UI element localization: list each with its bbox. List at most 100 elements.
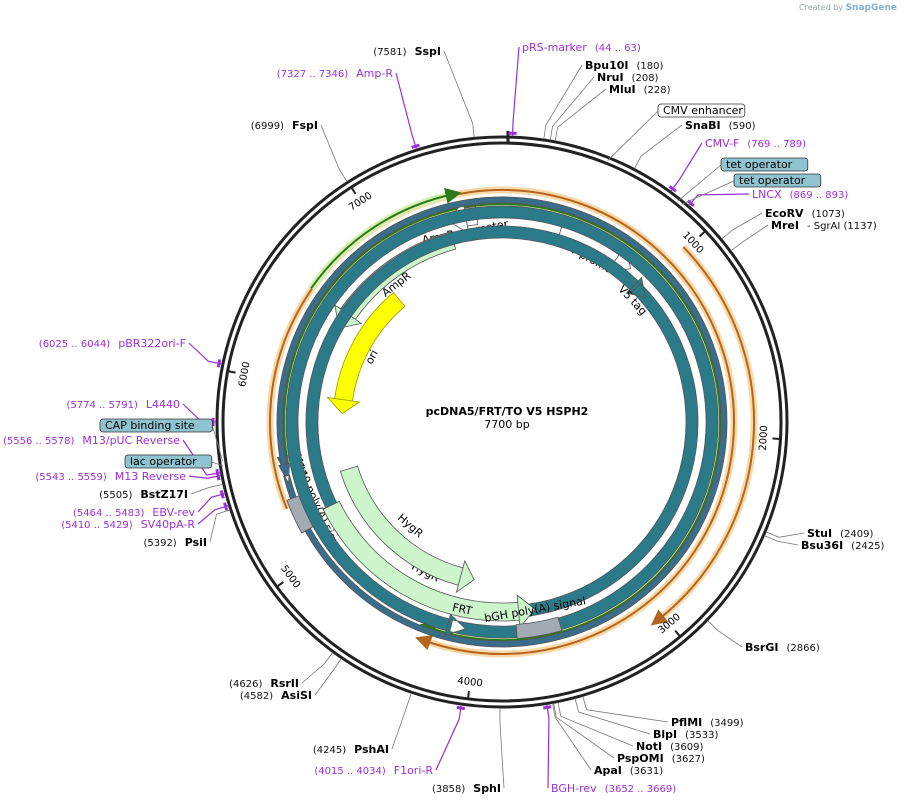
callout-line: [314, 658, 342, 696]
primer-label[interactable]: pRS-marker(44 .. 63): [522, 41, 641, 54]
feature-box-label: lac operator: [130, 455, 197, 468]
primer-mark: [215, 468, 220, 478]
feature-hygr[interactable]: [339, 465, 475, 594]
enzyme-label[interactable]: PspOMI(3627): [617, 752, 705, 765]
primer-label[interactable]: BGH-rev(3652 .. 3669): [551, 782, 676, 795]
credit-prefix: Created by: [799, 3, 844, 12]
feature-box-label: CAP binding site: [105, 419, 195, 432]
tick-label: 2000: [758, 425, 771, 451]
snapgene-credit: Created by SnapGene: [799, 3, 897, 13]
callout-line: [546, 704, 550, 789]
enzyme-label[interactable]: (4245)PshAI: [313, 743, 389, 756]
box-callout: [212, 425, 224, 462]
orf-arc[interactable]: [283, 203, 722, 642]
feature-box[interactable]: [99, 418, 213, 433]
tick-mark: [276, 581, 284, 588]
feature-box[interactable]: [124, 454, 213, 469]
box-callout: [681, 180, 735, 205]
primer-label[interactable]: (5543 .. 5559)M13 Reverse: [35, 470, 186, 483]
enzyme-label[interactable]: MluI(228): [609, 83, 671, 96]
plasmid-size: 7700 bp: [484, 418, 529, 431]
tick-mark: [350, 186, 357, 195]
enzyme-label[interactable]: StuI(2409): [807, 527, 873, 540]
primer-label[interactable]: (7327 .. 7346)Amp-R: [277, 67, 394, 80]
enzyme-label[interactable]: (4626)RsrII: [229, 677, 299, 690]
enzyme-label[interactable]: PflMI(3499): [671, 716, 744, 729]
primer-label[interactable]: CMV-F(769 .. 789): [705, 137, 806, 150]
primer-mark: [216, 359, 222, 368]
callout-line: [574, 698, 651, 735]
primer-label[interactable]: (5464 .. 5483)EBV-rev: [73, 506, 195, 519]
feature-box[interactable]: [720, 157, 809, 172]
feature-label: FRT: [451, 601, 473, 618]
orf-arc[interactable]: [269, 188, 735, 655]
primer-label[interactable]: (4015 .. 4034)F1ori-R: [314, 764, 433, 777]
feature-hygr[interactable]: [322, 500, 536, 629]
enzyme-label[interactable]: EcoRV(1073): [765, 207, 845, 220]
enzyme-label[interactable]: (7581)SspI: [373, 45, 441, 58]
callout-line: [443, 50, 475, 138]
enzyme-label[interactable]: NruI(208): [597, 71, 659, 84]
box-callout: [211, 461, 224, 467]
feature-bgh-poly-a-signal[interactable]: [515, 616, 563, 639]
feature-box-label: tet operator: [726, 158, 793, 171]
callout-line: [721, 212, 763, 240]
enzyme-label[interactable]: Bpu10I(180): [585, 59, 663, 72]
enzyme-label[interactable]: (3858)SphI: [432, 782, 501, 795]
callout-line: [197, 505, 229, 525]
orf-arc[interactable]: [310, 187, 462, 289]
box-callout: [607, 110, 659, 161]
primer-mark: [456, 705, 465, 711]
enzyme-label[interactable]: MreI- SgrAI (1137): [771, 219, 877, 232]
feature-box-label: tet operator: [739, 174, 806, 187]
tick-label: 6000: [237, 361, 252, 388]
feature-label: ori: [363, 348, 381, 367]
callout-line: [499, 707, 505, 789]
feature-v5-tag[interactable]: [305, 225, 699, 619]
callout-line: [543, 64, 583, 140]
callout-line: [197, 493, 226, 513]
feature-box[interactable]: [733, 173, 822, 188]
feature-ori[interactable]: [326, 291, 406, 415]
backbone-ring: [215, 131, 789, 709]
enzyme-label[interactable]: SnaBI(590): [685, 119, 756, 132]
callout-line: [553, 703, 615, 759]
callout-line: [511, 46, 520, 137]
callout-line: [688, 193, 750, 206]
enzyme-label[interactable]: BlpI(3533): [653, 728, 718, 741]
primer-mark: [219, 490, 225, 499]
enzyme-label[interactable]: NotI(3609): [636, 740, 703, 753]
enzyme-label[interactable]: (6999)FspI: [251, 119, 318, 132]
callout-line: [209, 509, 230, 543]
box-callout: [677, 164, 722, 202]
primer-label[interactable]: (5410 .. 5429)SV40pA-R: [61, 518, 195, 531]
enzyme-label[interactable]: BsrGI(2866): [745, 641, 820, 654]
callout-line: [190, 483, 223, 495]
callout-line: [634, 124, 683, 169]
primer-label[interactable]: (6025 .. 6044)pBR322ori-F: [39, 337, 186, 350]
enzyme-label[interactable]: (4582)AsiSI: [240, 689, 312, 702]
callout-line: [188, 475, 222, 479]
enzyme-label[interactable]: ApaI(3631): [594, 764, 663, 777]
feature-frt[interactable]: [285, 205, 719, 639]
feature-box[interactable]: [657, 103, 746, 118]
tick-label: 5000: [278, 564, 302, 591]
callout-line: [764, 535, 799, 546]
feature-m13-rev[interactable]: [276, 196, 728, 648]
callout-line: [554, 88, 607, 142]
primer-mark: [542, 705, 552, 710]
callout-line: [730, 224, 769, 251]
enzyme-label[interactable]: (5392)PsiI: [143, 536, 207, 549]
orf-arc[interactable]: [650, 246, 755, 626]
callout-line: [188, 342, 223, 365]
primer-label[interactable]: LNCX(869 .. 893): [752, 188, 848, 201]
enzyme-label[interactable]: (5505)BstZ17I: [99, 488, 188, 501]
primer-label[interactable]: (5774 .. 5791)L4440: [66, 398, 180, 411]
enzyme-label[interactable]: Bsu36I(2425): [801, 539, 885, 552]
primer-label[interactable]: (5556 .. 5578)M13/pUC Reverse: [3, 434, 180, 447]
callout-line: [435, 704, 462, 771]
callout-line: [549, 76, 595, 141]
plasmid-name: pcDNA5/FRT/TO V5 HSPH2: [426, 405, 589, 418]
callout-line: [301, 652, 334, 684]
tick-mark: [227, 370, 236, 374]
